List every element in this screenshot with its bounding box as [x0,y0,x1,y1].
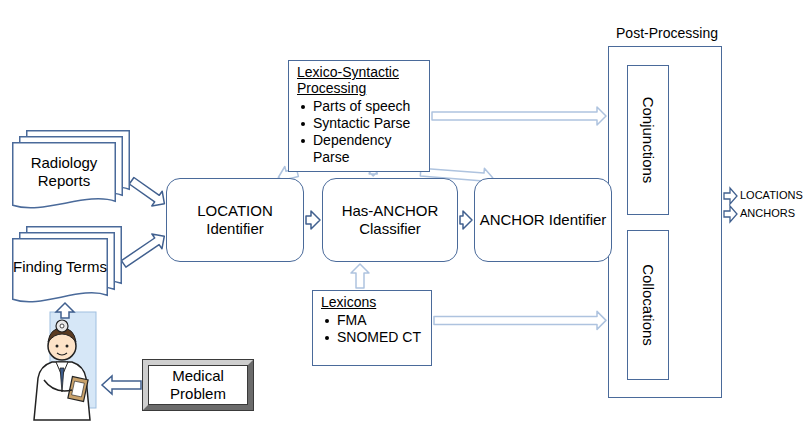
process-label: Collocations [640,264,657,346]
doctor-illustration [34,312,96,420]
process-box: LOCATION Identifier [166,178,304,262]
output-label: LOCATIONS [740,189,803,201]
process-box: ANCHOR Identifier [474,178,612,262]
process-box: Has-ANCHOR Classifier [322,178,458,262]
group-box: Post-ProcessingConjunctionsCollocations [608,46,722,398]
text-group: LexiconsFMASNOMED CT [313,291,431,350]
resource-panel: LexiconsFMASNOMED CT [312,290,432,366]
output-arrow [724,188,737,204]
document-label: Radiology Reports [12,154,116,190]
bullet-item: Parts of speech [297,98,423,115]
flow-arrow [129,178,164,206]
process-label: ANCHOR Identifier [480,211,607,229]
bullet-item: Syntactic Parse [297,115,423,132]
panel-heading: Lexicons [321,294,425,310]
process-label: Medical Problem [148,367,248,403]
document-page [13,143,116,208]
process-box: Collocations [627,230,669,380]
bullet-item: FMA [321,312,425,329]
bullet-dot [325,336,329,340]
document-text-area: Radiology Reports [12,144,116,200]
process-panel: Lexico-Syntactic ProcessingParts of spee… [288,60,430,172]
flow-arrow [460,211,472,229]
bullet-dot [301,105,305,109]
text-group: Lexico-Syntactic ProcessingParts of spee… [289,61,429,169]
document-text-area: Finding Terms [12,240,108,294]
bullet-item: SNOMED CT [321,329,425,346]
input-box: Medical Problem [143,360,253,410]
bullet-dot [301,139,305,143]
context-arrow [351,264,369,288]
process-box: Conjunctions [627,65,669,215]
process-label: Conjunctions [640,97,657,184]
panel-heading: Lexico-Syntactic Processing [297,64,423,96]
document-stack: Radiology Reports [12,130,130,210]
flow-arrow [121,234,164,267]
context-arrow [434,311,606,329]
document-label: Finding Terms [13,258,107,276]
bullet-dot [301,122,305,126]
feed-arrow [56,303,74,318]
document-stack: Finding Terms [12,226,122,304]
feed-arrow [102,376,141,394]
flow-arrow [306,211,320,229]
process-label: LOCATION Identifier [167,202,303,238]
output-arrow [724,206,737,222]
context-arrow [432,107,606,125]
bullet-dot [325,319,329,323]
output-label: ANCHORS [740,207,795,219]
document-page [13,239,108,302]
bullet-item: Dependency Parse [297,132,423,166]
group-heading: Post-Processing [599,25,735,41]
process-label: Has-ANCHOR Classifier [323,202,457,238]
